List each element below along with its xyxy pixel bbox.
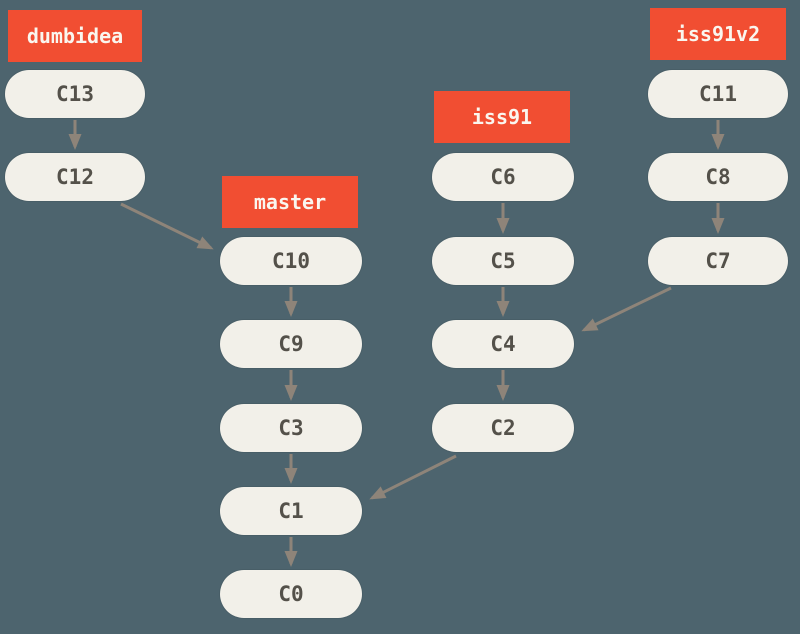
commit-node-c7: C7 <box>648 237 788 285</box>
commit-node-c10: C10 <box>220 237 362 285</box>
branch-label-dumbidea: dumbidea <box>8 10 142 62</box>
commit-node-c4: C4 <box>432 320 574 368</box>
branch-label-iss91: iss91 <box>434 91 570 143</box>
arrow-c12-to-c10 <box>120 202 214 250</box>
commit-node-c12: C12 <box>5 153 145 201</box>
commit-node-c8: C8 <box>648 153 788 201</box>
commit-node-c9: C9 <box>220 320 362 368</box>
commit-node-c2: C2 <box>432 404 574 452</box>
arrow-c2-to-c1 <box>369 454 457 500</box>
branch-label-iss91v2: iss91v2 <box>650 8 786 60</box>
arrow-c7-to-c4 <box>581 286 672 332</box>
commit-node-c5: C5 <box>432 237 574 285</box>
commit-node-c0: C0 <box>220 570 362 618</box>
commit-node-c3: C3 <box>220 404 362 452</box>
branch-label-master: master <box>222 176 358 228</box>
commit-node-c6: C6 <box>432 153 574 201</box>
commit-node-c1: C1 <box>220 487 362 535</box>
commit-node-c11: C11 <box>648 70 788 118</box>
commit-node-c13: C13 <box>5 70 145 118</box>
